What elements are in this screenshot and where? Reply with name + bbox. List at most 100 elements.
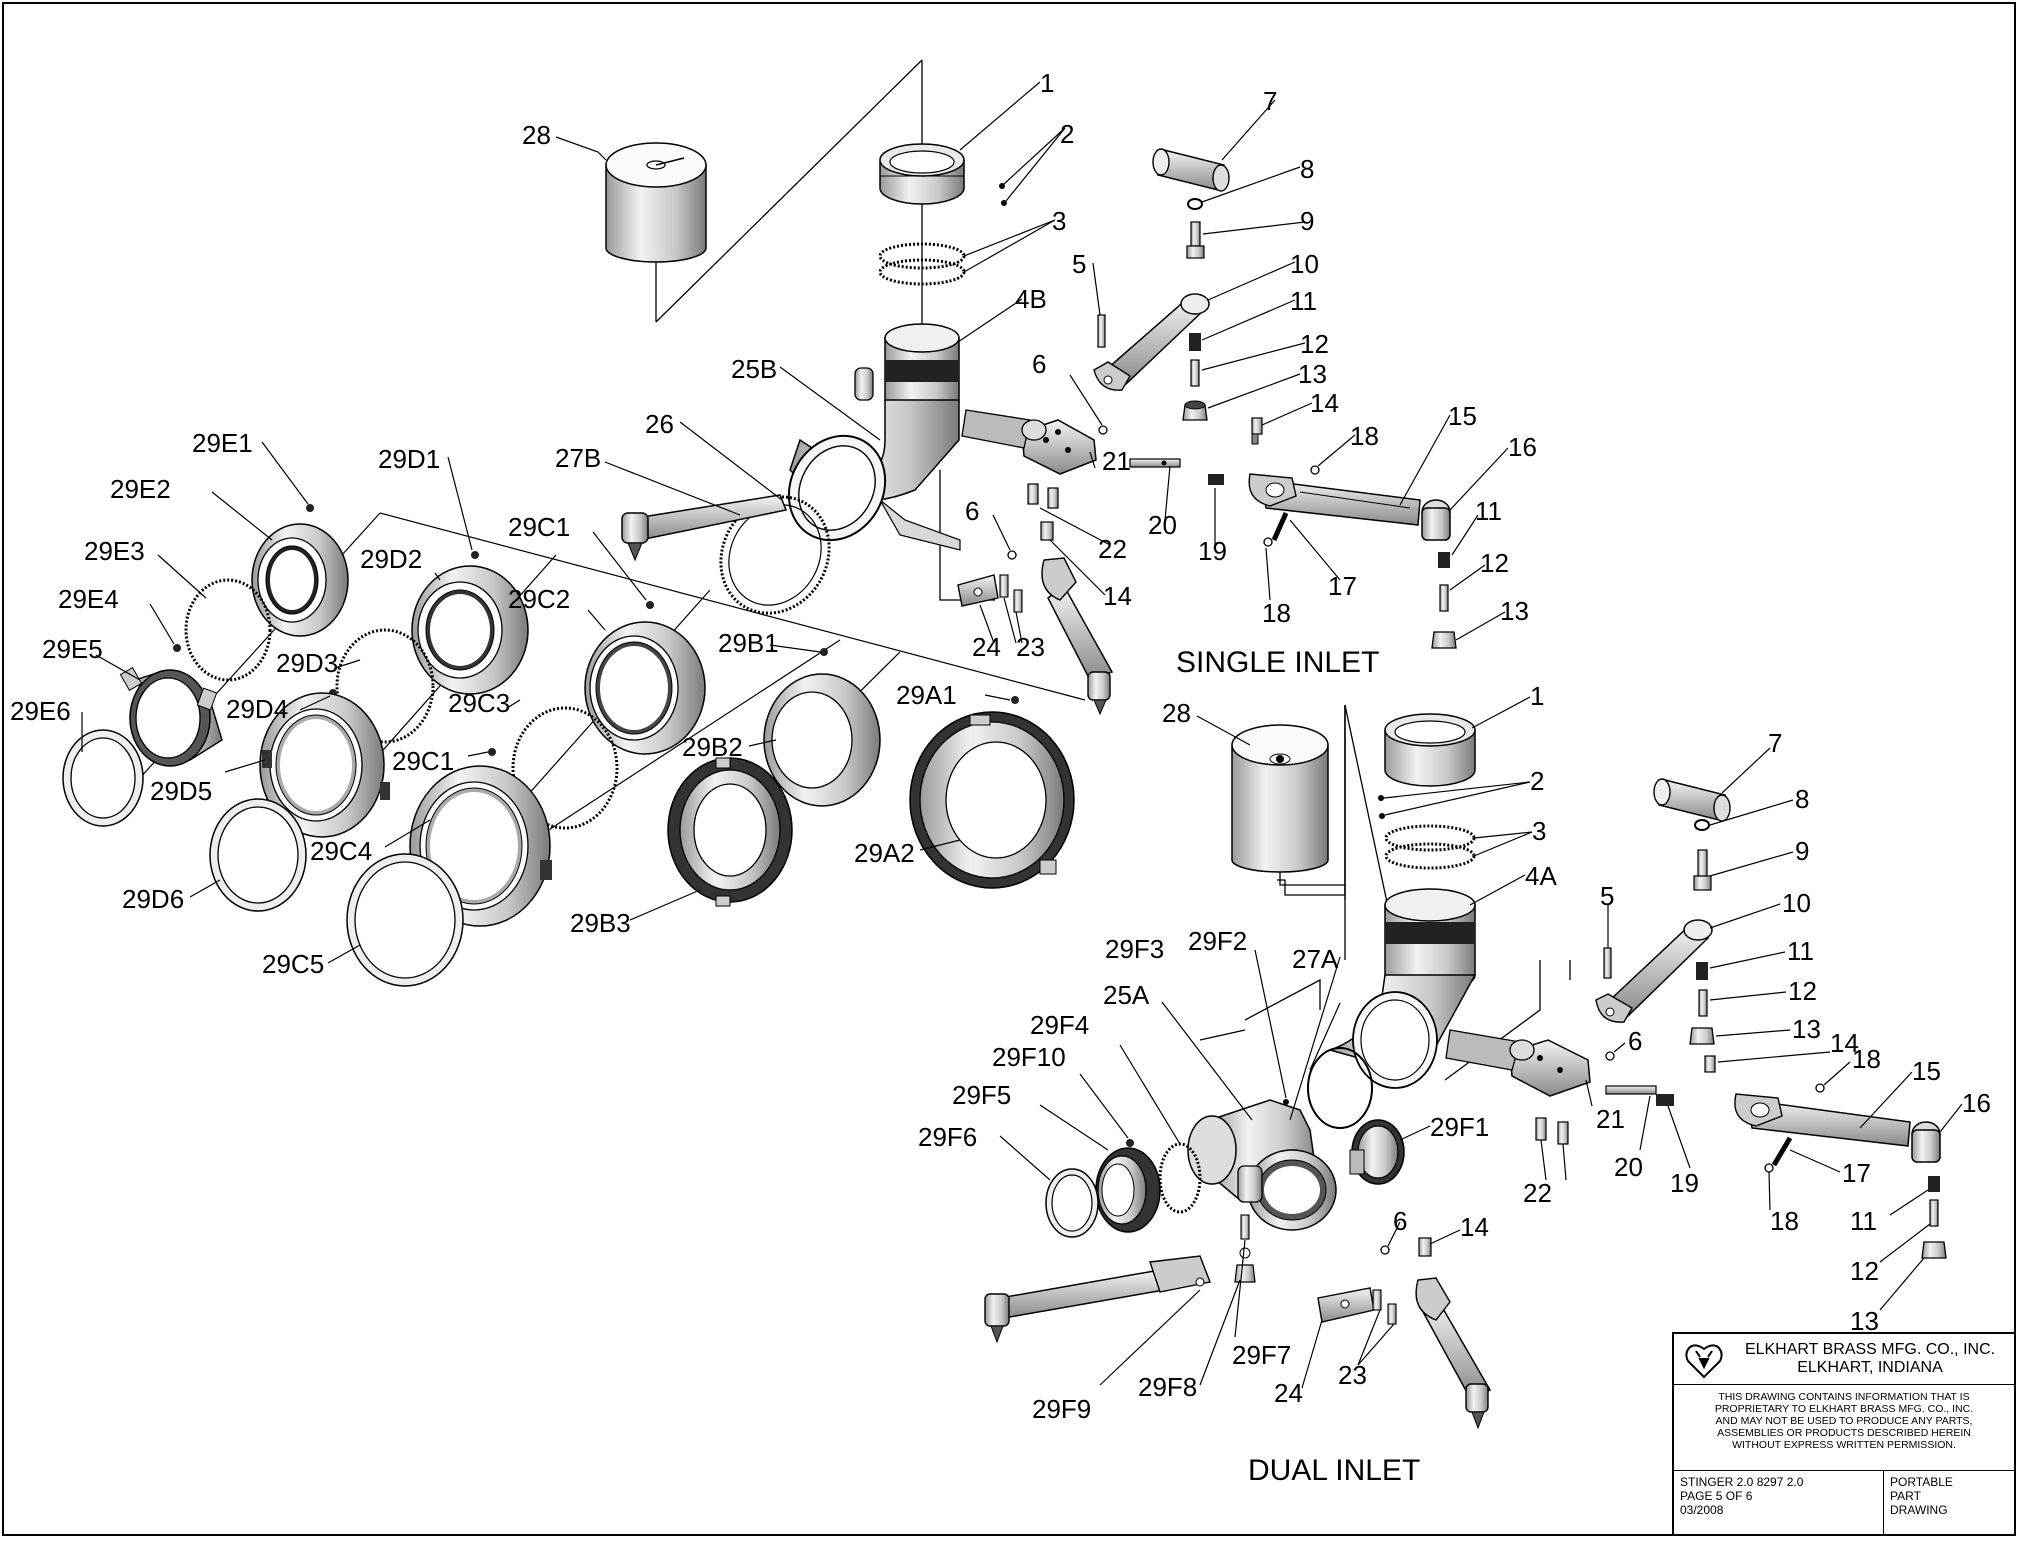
dual-leader-lines: [999, 696, 1963, 1389]
single-inlet-assembly: 28 1 2 3 4B 5 6 7 8 9 10 11 12 13 14 15 …: [522, 59, 1537, 716]
dual-front-leg: [1415, 1277, 1492, 1430]
label-3: 3: [1532, 816, 1546, 846]
part-28-cap: [605, 142, 707, 263]
part-29d1-screw: [471, 551, 479, 559]
label-29b2: 29B2: [682, 732, 743, 762]
part-29b3-coupling-nut: [667, 757, 793, 907]
part-26-ball-ring: [719, 495, 831, 615]
label-16: 16: [1508, 432, 1537, 462]
label-29f4: 29F4: [1030, 1010, 1089, 1040]
label-11: 11: [1787, 936, 1814, 966]
part-20-pin: [1605, 1085, 1657, 1095]
part-13-nut: [1431, 631, 1457, 649]
label-14: 14: [1830, 1028, 1859, 1058]
label-29c4: 29C4: [310, 836, 372, 866]
part-29a2-coupling-nut: [909, 711, 1075, 889]
label-29d3: 29D3: [276, 648, 338, 678]
label-10: 10: [1290, 249, 1319, 279]
part-29f8-nut: [1234, 1247, 1256, 1283]
part-15-leg-arm: [1248, 473, 1451, 541]
part-18-ball: [1263, 537, 1273, 547]
part-14-screw: [1040, 521, 1054, 541]
part-18-ball: [1764, 1163, 1774, 1173]
label-29f7: 29F7: [1232, 1340, 1291, 1370]
label-29e3: 29E3: [84, 536, 145, 566]
label-11: 11: [1290, 286, 1317, 316]
part-29d2-coupling: [411, 565, 529, 695]
label-29d1: 29D1: [378, 444, 440, 474]
part-29a1-screw: [1011, 696, 1019, 704]
label-21: 21: [1102, 446, 1131, 476]
part-4a-swivel: [1384, 888, 1476, 992]
label-1: 1: [1040, 68, 1054, 98]
part-29e5-coupling-nut: [119, 667, 223, 767]
label-11: 11: [1475, 496, 1502, 526]
notice-line: ASSEMBLIES OR PRODUCTS DESCRIBED HEREIN: [1717, 1427, 1971, 1439]
part-23-screw: [1387, 1303, 1397, 1325]
part-7-handle: [1152, 148, 1230, 192]
label-29f5: 29F5: [952, 1080, 1011, 1110]
label-12: 12: [1788, 976, 1817, 1006]
notice-line: THIS DRAWING CONTAINS INFORMATION THAT I…: [1718, 1391, 1970, 1403]
part-26-ball-ring-inner: [728, 504, 822, 606]
model-number: STINGER 2.0 8297 2.0: [1680, 1475, 1804, 1489]
part-2-ball: [1379, 813, 1385, 819]
part-20-pin: [1129, 458, 1181, 468]
part-13-nut: [1921, 1241, 1947, 1259]
part-12-plunger: [1929, 1199, 1939, 1227]
part-6-ball: [1605, 1051, 1615, 1061]
label-18: 18: [1852, 1044, 1881, 1074]
label-7: 7: [1263, 86, 1277, 116]
part-3-bearing-rings: [1384, 824, 1476, 870]
label-6: 6: [1393, 1206, 1407, 1236]
label-25b: 25B: [731, 354, 777, 384]
title-block-footer: STINGER 2.0 8297 2.0 PAGE 5 OF 6 03/2008…: [1674, 1471, 2014, 1535]
part-21-mount-plate: [961, 409, 1097, 475]
part-29f1-plug: [1349, 1119, 1405, 1185]
part-29e3-ball-ring: [184, 578, 272, 682]
part-27a-o-ring: [1307, 1047, 1373, 1129]
label-23: 23: [1338, 1360, 1367, 1390]
label-22: 22: [1523, 1178, 1552, 1208]
label-28: 28: [1162, 698, 1191, 728]
drawing-type-line: PART: [1890, 1489, 1921, 1503]
part-29f6-gasket: [1045, 1168, 1099, 1238]
label-4a: 4A: [1525, 861, 1557, 891]
dual-elbow-body: [1327, 974, 1477, 1089]
part-29b2-coupling: [763, 673, 881, 807]
single-leader-lines: [555, 81, 1509, 644]
drawing-type-line: DRAWING: [1890, 1503, 1948, 1517]
dual-construction-lines: [1199, 704, 1571, 1081]
part-24-bracket: [957, 574, 999, 607]
part-6-ball: [1007, 550, 1017, 560]
part-21-mount-plate: [1445, 1029, 1591, 1097]
part-24-bracket: [1317, 1287, 1375, 1323]
label-2: 2: [1060, 119, 1074, 149]
label-29e4: 29E4: [58, 584, 119, 614]
part-19-spring: [1656, 1094, 1674, 1106]
part-22-screw: [1027, 483, 1039, 505]
part-17-pin: [1771, 1136, 1793, 1167]
part-23-screw: [1372, 1289, 1382, 1311]
label-28: 28: [522, 120, 551, 150]
part-9-stud: [1693, 849, 1712, 891]
single-part-labels: 28 1 2 3 4B 5 6 7 8 9 10 11 12 13 14 15 …: [522, 68, 1537, 662]
label-6: 6: [965, 496, 979, 526]
label-29f9: 29F9: [1032, 1394, 1091, 1424]
part-14-screw: [1418, 1237, 1432, 1257]
label-10: 10: [1782, 888, 1811, 918]
label-6: 6: [1032, 349, 1046, 379]
label-1: 1: [1530, 681, 1544, 711]
part-29c2-coupling: [584, 621, 706, 755]
label-18: 18: [1350, 421, 1379, 451]
label-29d4: 29D4: [226, 694, 288, 724]
part-29b1-screw: [820, 648, 828, 656]
label-13: 13: [1850, 1306, 1879, 1336]
label-6: 6: [1628, 1026, 1642, 1056]
part-29d6-gasket: [209, 798, 307, 912]
label-15: 15: [1912, 1056, 1941, 1086]
notice-line: AND MAY NOT BE USED TO PRODUCE ANY PARTS…: [1715, 1415, 1973, 1427]
part-23-screw: [1013, 589, 1023, 613]
part-18-ball: [1815, 1083, 1825, 1093]
label-9: 9: [1300, 206, 1314, 236]
